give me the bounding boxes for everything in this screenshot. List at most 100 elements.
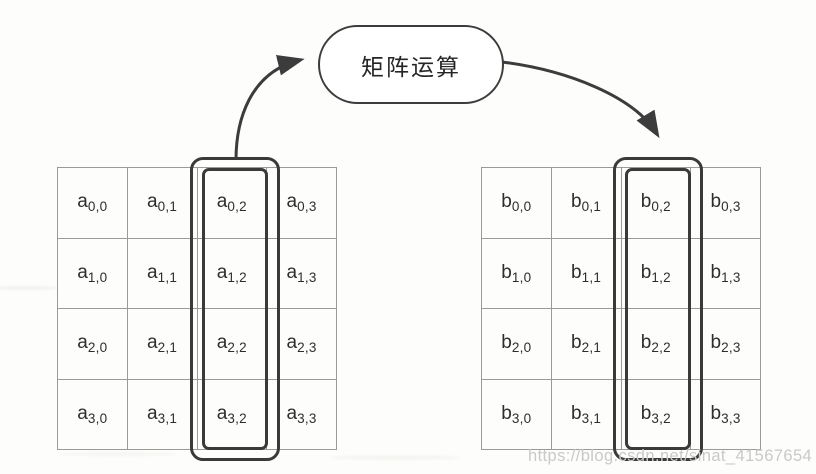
cell-b-1-0[interactable]: b1,0 [481,237,552,309]
cell-a-0-1[interactable]: a0,1 [126,167,198,239]
cell-base: a [216,261,228,283]
cell-b-3-3[interactable]: b3,3 [690,378,761,450]
cell-subscript: 2,0 [511,340,532,356]
cell-a-2-2[interactable]: a2,2 [196,308,268,380]
cell-base: a [286,261,298,283]
cell-a-3-2[interactable]: a3,2 [196,378,268,450]
cell-b-0-1[interactable]: b0,1 [550,167,622,239]
cell-a-1-3[interactable]: a1,3 [266,237,337,309]
cell-a-1-0[interactable]: a1,0 [57,237,128,309]
cell-subscript: 2,3 [721,340,741,356]
cell-subscript: 1,0 [87,269,108,285]
cell-subscript: 3,2 [227,410,247,426]
cell-base: b [571,402,582,424]
matrix-a-body: a0,0 a0,1 a0,2 a0,3 a1,0 a1,1 a1,2 a1,3 … [57,167,337,450]
cell-b-1-3[interactable]: b1,3 [690,237,761,309]
cell-b-3-1[interactable]: b3,1 [550,378,622,450]
cell-b-0-3[interactable]: b0,3 [690,167,761,239]
cell-base: a [216,402,228,424]
cell-base: a [216,191,228,213]
cell-base: a [286,191,298,213]
cell-b-0-0[interactable]: b0,0 [481,167,552,239]
table-row: a2,0 a2,1 a2,2 a2,3 [57,308,337,380]
cell-a-0-2[interactable]: a0,2 [196,167,268,239]
cell-base: b [501,332,512,354]
matrix-a: a0,0 a0,1 a0,2 a0,3 a1,0 a1,1 a1,2 a1,3 … [57,167,337,450]
cell-base: a [77,332,88,354]
cell-subscript: 3,3 [297,410,317,426]
cell-base: a [77,261,88,283]
cell-base: b [640,191,652,213]
cell-subscript: 2,2 [227,340,247,356]
cell-b-2-3[interactable]: b2,3 [690,308,761,380]
cell-a-1-2[interactable]: a1,2 [196,237,268,309]
cell-subscript: 2,1 [157,340,178,356]
cell-subscript: 0,2 [651,199,671,215]
matrix-a-grid: a0,0 a0,1 a0,2 a0,3 a1,0 a1,1 a1,2 a1,3 … [57,167,337,450]
cell-b-1-2[interactable]: b1,2 [620,237,692,309]
cell-b-3-0[interactable]: b3,0 [481,378,552,450]
cell-b-1-1[interactable]: b1,1 [550,237,622,309]
cell-subscript: 1,1 [157,269,178,285]
cell-subscript: 3,0 [87,410,108,426]
cell-base: b [571,261,582,283]
table-row: b2,0 b2,1 b2,2 b2,3 [481,308,761,380]
cell-base: b [710,191,722,213]
matrix-b-grid: b0,0 b0,1 b0,2 b0,3 b1,0 b1,1 b1,2 b1,3 … [481,167,761,450]
cell-b-2-0[interactable]: b2,0 [481,308,552,380]
arrow-source-to-operation [234,54,305,161]
cell-base: b [501,402,512,424]
cell-base: a [147,332,158,354]
cell-base: a [147,402,158,424]
cell-a-2-1[interactable]: a2,1 [126,308,198,380]
cell-a-3-3[interactable]: a3,3 [266,378,337,450]
cell-b-2-2[interactable]: b2,2 [620,308,692,380]
cell-base: a [147,261,158,283]
operation-node-label: 矩阵运算 [361,53,461,80]
cell-base: a [77,191,88,213]
cell-subscript: 2,1 [581,340,602,356]
cell-subscript: 3,1 [157,410,178,426]
cell-subscript: 1,2 [227,269,247,285]
cell-subscript: 3,3 [721,410,741,426]
cell-a-3-0[interactable]: a3,0 [57,378,128,450]
cell-a-0-0[interactable]: a0,0 [57,167,128,239]
matrix-b: b0,0 b0,1 b0,2 b0,3 b1,0 b1,1 b1,2 b1,3 … [481,167,761,450]
cell-base: b [501,191,512,213]
cell-base: b [640,402,652,424]
cell-base: b [710,261,722,283]
cell-a-2-0[interactable]: a2,0 [57,308,128,380]
cell-base: b [710,402,722,424]
cell-base: b [640,261,652,283]
cell-subscript: 3,1 [581,410,602,426]
cell-subscript: 3,2 [651,410,671,426]
operation-node[interactable]: 矩阵运算 [318,25,504,104]
cell-subscript: 1,3 [297,269,317,285]
arrow-operation-to-target [501,60,660,139]
cell-a-3-1[interactable]: a3,1 [126,378,198,450]
cell-subscript: 0,3 [297,199,317,215]
cell-b-0-2[interactable]: b0,2 [620,167,692,239]
table-row: a0,0 a0,1 a0,2 a0,3 [57,167,337,239]
cell-base: a [147,191,158,213]
table-row: b0,0 b0,1 b0,2 b0,3 [481,167,761,239]
cell-a-2-3[interactable]: a2,3 [266,308,337,380]
cell-a-1-1[interactable]: a1,1 [126,237,198,309]
watermark: https://blog.csdn.net/sinat_41567654 [528,447,813,465]
table-row: a1,0 a1,1 a1,2 a1,3 [57,237,337,309]
cell-b-3-2[interactable]: b3,2 [620,378,692,450]
cell-base: a [216,332,228,354]
cell-subscript: 0,0 [87,199,108,215]
cell-base: b [640,332,652,354]
cell-subscript: 0,1 [157,199,178,215]
cell-a-0-3[interactable]: a0,3 [266,167,337,239]
cell-base: a [286,332,298,354]
cell-b-2-1[interactable]: b2,1 [550,308,622,380]
table-row: b3,0 b3,1 b3,2 b3,3 [481,378,761,450]
cell-base: a [77,402,88,424]
cell-subscript: 2,0 [87,340,108,356]
cell-subscript: 1,3 [721,269,741,285]
cell-base: a [286,402,298,424]
